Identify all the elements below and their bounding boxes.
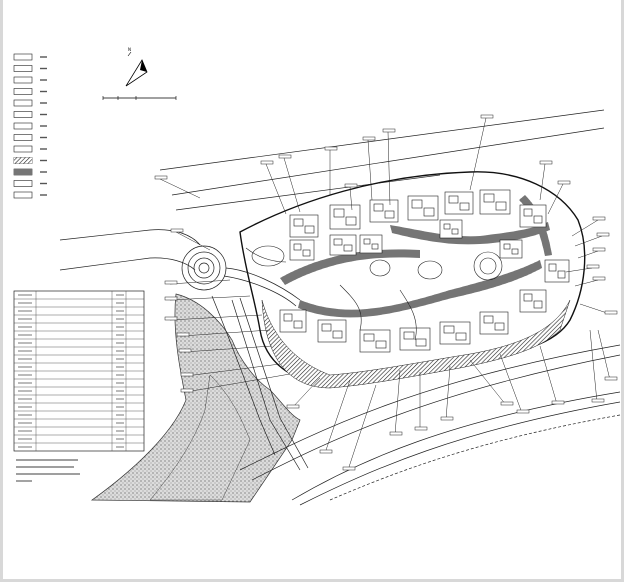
schedule-table <box>13 290 145 452</box>
leader-callout <box>440 365 454 421</box>
building-block <box>329 234 357 256</box>
label-box-symbol <box>13 191 47 199</box>
leader-callout <box>154 175 201 199</box>
leader-callout <box>324 146 338 195</box>
leader-callout <box>342 384 377 471</box>
leader-callout <box>565 264 600 273</box>
leader-callout <box>389 369 403 436</box>
shrub-symbol <box>13 111 47 118</box>
building-block <box>544 259 570 283</box>
leader-callout <box>579 303 618 315</box>
leader-callout <box>178 345 273 353</box>
building-block <box>317 319 347 343</box>
leader-callout <box>574 276 606 287</box>
building-block <box>289 214 319 238</box>
road-lower <box>211 295 621 506</box>
leader-callout <box>286 377 321 409</box>
tree-bands <box>280 195 552 318</box>
building-block <box>369 199 399 223</box>
site-boundary <box>239 171 586 383</box>
leader-callout <box>319 379 351 454</box>
leader-callout <box>260 160 287 215</box>
leader-callout <box>499 353 530 414</box>
leader-callout <box>164 295 251 301</box>
double-line-symbol <box>13 88 47 95</box>
leader-callout <box>597 329 618 381</box>
leader-callout <box>571 216 606 237</box>
legend <box>13 53 47 199</box>
building-block <box>439 321 471 345</box>
leader-callout <box>469 359 514 406</box>
building-block <box>289 239 315 261</box>
leader-callout <box>362 136 376 201</box>
building-block <box>479 189 511 215</box>
leader-callout <box>164 279 231 285</box>
building-block <box>329 204 361 230</box>
wall-symbol <box>13 145 47 153</box>
dashed-boundary-symbol <box>13 65 47 72</box>
tree-row-symbol <box>13 168 47 176</box>
road-symbol <box>13 53 47 61</box>
central-features <box>245 245 503 341</box>
building-footprints <box>279 189 570 353</box>
right-border <box>621 0 624 582</box>
leader-callout <box>539 160 553 201</box>
leader-callout <box>547 180 571 215</box>
leader-callout <box>577 247 606 259</box>
leader-callout <box>539 345 565 405</box>
leader-callout <box>344 183 358 211</box>
leader-callout <box>278 154 301 213</box>
building-block <box>519 204 547 228</box>
crown-symbol <box>13 99 47 107</box>
stippled-green-zone <box>90 293 301 503</box>
notes-block <box>16 459 80 482</box>
leader-callout <box>414 372 428 431</box>
building-block <box>444 191 474 215</box>
path-symbol <box>13 134 47 141</box>
stippled-strip <box>149 374 251 501</box>
leader-callout <box>164 314 263 321</box>
building-block <box>279 309 307 333</box>
leader-callout <box>180 373 291 393</box>
hatched-band-symbol <box>13 157 47 164</box>
rock-symbol <box>13 122 47 130</box>
paving-symbol <box>13 180 47 187</box>
leader-callout <box>170 228 211 251</box>
fence-symbol <box>13 76 47 84</box>
roundabout <box>181 245 301 307</box>
hatched-planting <box>261 299 571 389</box>
callout-leaders <box>154 114 618 471</box>
north-arrow: N <box>125 47 148 87</box>
building-block <box>519 289 547 313</box>
leader-callout <box>574 232 610 247</box>
building-block <box>499 239 523 259</box>
left-border <box>0 0 3 582</box>
building-block <box>479 311 509 335</box>
bottom-border <box>3 579 624 582</box>
leader-callout <box>180 363 281 377</box>
leader-callout <box>382 128 396 206</box>
leader-callout <box>176 329 271 337</box>
north-label: N <box>128 47 131 52</box>
leader-callout <box>469 114 494 191</box>
building-block <box>359 234 383 254</box>
building-block <box>439 219 463 239</box>
building-block <box>407 195 439 221</box>
scale-bar <box>102 96 177 100</box>
leader-callout <box>589 329 605 403</box>
building-block <box>359 329 391 353</box>
